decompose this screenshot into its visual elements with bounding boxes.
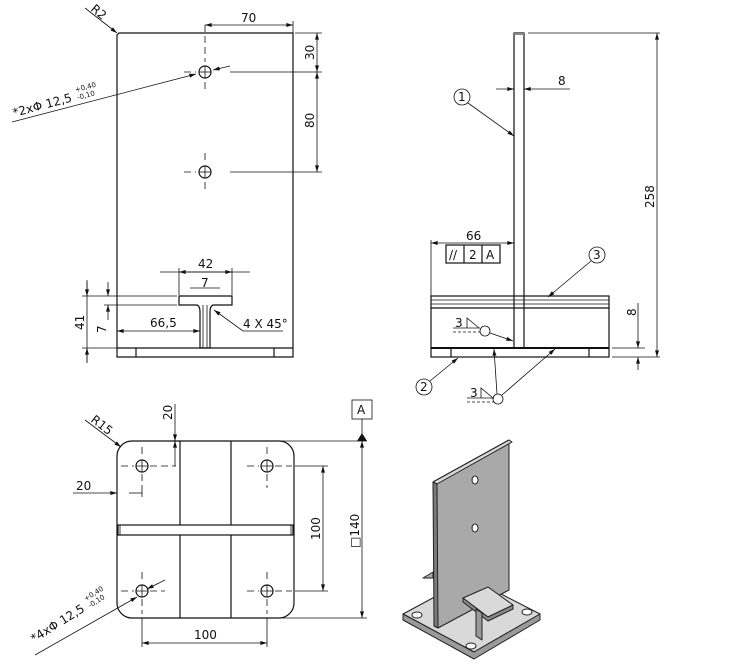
t-section <box>178 295 233 349</box>
svg-text:2: 2 <box>420 380 428 394</box>
svg-text:1: 1 <box>458 90 466 104</box>
svg-text:3: 3 <box>593 248 601 262</box>
front-view: 70 30 80 R2 *2xΦ 12,5 +0,40 -0,10 42 7 <box>11 2 322 363</box>
chamfer-note: 4 X 45° <box>243 317 288 331</box>
dim-66-5: 66,5 <box>150 316 177 330</box>
dim-flange-7: 7 <box>95 325 109 333</box>
balloon-1: 1 <box>453 88 515 137</box>
iso-base-edge <box>402 613 541 660</box>
svg-text:A: A <box>486 248 495 262</box>
dim-258: 258 <box>643 185 657 208</box>
tolerance-frame: // 2 A <box>445 244 501 264</box>
dim-41: 41 <box>73 315 87 330</box>
hole-top-left <box>121 447 176 488</box>
side-view: 258 8 8 66 // 2 A 1 2 <box>415 32 660 405</box>
hole-bottom-left <box>121 572 165 614</box>
plate-outline <box>116 32 294 358</box>
dim-80: 80 <box>303 113 317 128</box>
dim-70: 70 <box>241 11 256 25</box>
hole-upper <box>198 65 212 79</box>
svg-text:2: 2 <box>469 248 477 262</box>
dim-42: 42 <box>198 257 213 271</box>
dim-hole-spacing-y: 100 <box>309 517 323 540</box>
base-plate <box>116 440 295 619</box>
dim-top-20: 20 <box>161 405 175 420</box>
dim-66: 66 <box>466 229 481 243</box>
svg-text://: // <box>449 248 458 262</box>
hole-lower <box>184 153 212 193</box>
dim-hole-spacing-x: 100 <box>194 628 217 642</box>
dim-30: 30 <box>303 45 317 60</box>
radius-r15: R15 <box>88 412 115 438</box>
weld-symbol-1: 3 <box>453 316 514 342</box>
svg-text:3: 3 <box>470 386 478 400</box>
radius-r2: R2 <box>88 2 109 23</box>
vertical-plate <box>513 32 525 349</box>
dim-left-20: 20 <box>76 479 91 493</box>
dim-web-7: 7 <box>201 276 209 290</box>
weld-symbol-2: 3 <box>467 348 556 405</box>
dim-plate-8: 8 <box>558 74 566 88</box>
datum-label: A <box>357 403 366 417</box>
hole-top-right <box>247 447 292 488</box>
hole-bottom-right <box>247 572 292 614</box>
balloon-3: 3 <box>547 246 606 298</box>
balloon-2: 2 <box>415 357 459 396</box>
svg-text:3: 3 <box>455 316 463 330</box>
dim-base-8: 8 <box>625 308 639 316</box>
svg-text:*4xΦ 12,5: *4xΦ 12,5 <box>28 601 87 645</box>
base-holes <box>121 447 292 614</box>
hole-callout-front: *2xΦ 12,5 +0,40 -0,10 <box>11 81 97 120</box>
svg-text:*2xΦ 12,5: *2xΦ 12,5 <box>11 91 73 120</box>
top-view: 20 20 R15 100 100 □140 A *4xΦ 12,5 +0,40… <box>28 399 373 656</box>
dim-plate-140: □140 <box>348 514 362 548</box>
isometric-view <box>402 439 541 660</box>
